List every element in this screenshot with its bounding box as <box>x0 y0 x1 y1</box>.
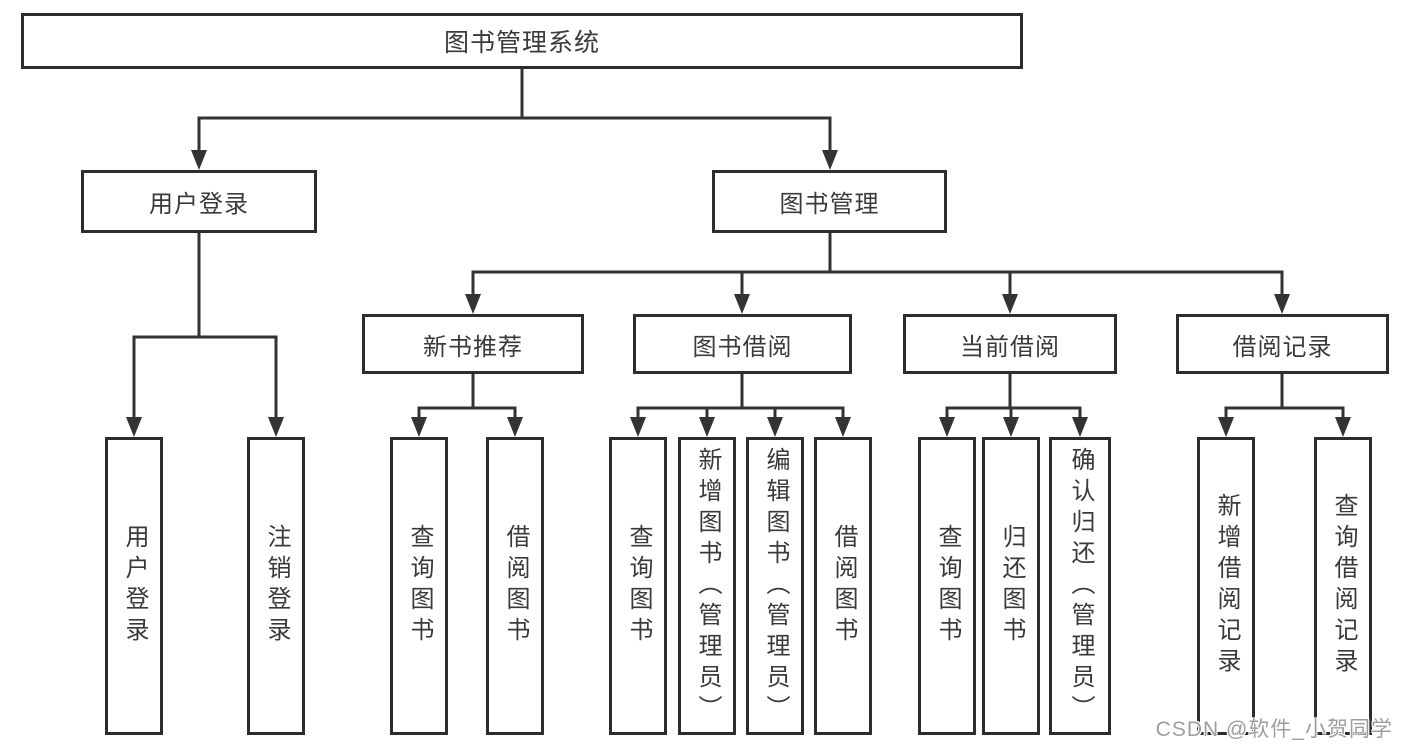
leaf-confirm-return-admin: 确认归还（管理员） <box>1049 437 1111 735</box>
leaf-logout-label: 注销登录 <box>263 524 290 648</box>
node-user-login: 用户登录 <box>81 170 317 233</box>
node-book-borrow: 图书借阅 <box>633 314 852 374</box>
node-root: 图书管理系统 <box>21 13 1023 69</box>
node-book-management-label: 图书管理 <box>779 191 880 218</box>
node-root-label: 图书管理系统 <box>443 29 600 57</box>
leaf-query-borrow-record-label: 查询借阅记录 <box>1330 493 1357 679</box>
node-user-login-label: 用户登录 <box>149 191 249 218</box>
leaf-add-book-admin: 新增图书（管理员） <box>678 437 736 735</box>
leaf-confirm-return-admin-label: 确认归还（管理员） <box>1067 446 1094 726</box>
leaf-query-books-recommend: 查询图书 <box>390 437 448 735</box>
leaf-borrow-books-label: 借阅图书 <box>830 524 857 648</box>
leaf-borrow-books-recommend: 借阅图书 <box>486 437 544 735</box>
leaf-query-books-current: 查询图书 <box>918 437 976 735</box>
leaf-add-borrow-record: 新增借阅记录 <box>1197 437 1255 735</box>
leaf-query-books-current-label: 查询图书 <box>934 524 961 648</box>
leaf-query-books-recommend-label: 查询图书 <box>406 524 433 648</box>
node-current-borrow: 当前借阅 <box>903 314 1117 374</box>
node-borrow-records-label: 借阅记录 <box>1232 333 1333 361</box>
leaf-query-books-borrow: 查询图书 <box>609 437 667 735</box>
node-book-borrow-label: 图书借阅 <box>692 333 793 361</box>
node-borrow-records: 借阅记录 <box>1176 314 1389 374</box>
leaf-user-login-label: 用户登录 <box>121 524 148 648</box>
node-current-borrow-label: 当前借阅 <box>960 333 1060 361</box>
leaf-edit-book-admin: 编辑图书（管理员） <box>746 437 804 735</box>
leaf-return-books-label: 归还图书 <box>998 524 1025 648</box>
leaf-return-books: 归还图书 <box>982 437 1040 735</box>
leaf-logout: 注销登录 <box>247 437 305 735</box>
node-new-book-recommend: 新书推荐 <box>362 314 584 374</box>
leaf-user-login: 用户登录 <box>105 437 163 735</box>
leaf-edit-book-admin-label: 编辑图书（管理员） <box>762 446 789 726</box>
leaf-borrow-books-recommend-label: 借阅图书 <box>502 524 529 648</box>
leaf-add-borrow-record-label: 新增借阅记录 <box>1213 493 1240 679</box>
leaf-query-books-borrow-label: 查询图书 <box>625 524 652 648</box>
node-book-management: 图书管理 <box>712 170 947 233</box>
leaf-add-book-admin-label: 新增图书（管理员） <box>694 446 721 726</box>
leaf-borrow-books: 借阅图书 <box>814 437 872 735</box>
node-new-book-recommend-label: 新书推荐 <box>423 333 523 361</box>
leaf-query-borrow-record: 查询借阅记录 <box>1314 437 1372 735</box>
